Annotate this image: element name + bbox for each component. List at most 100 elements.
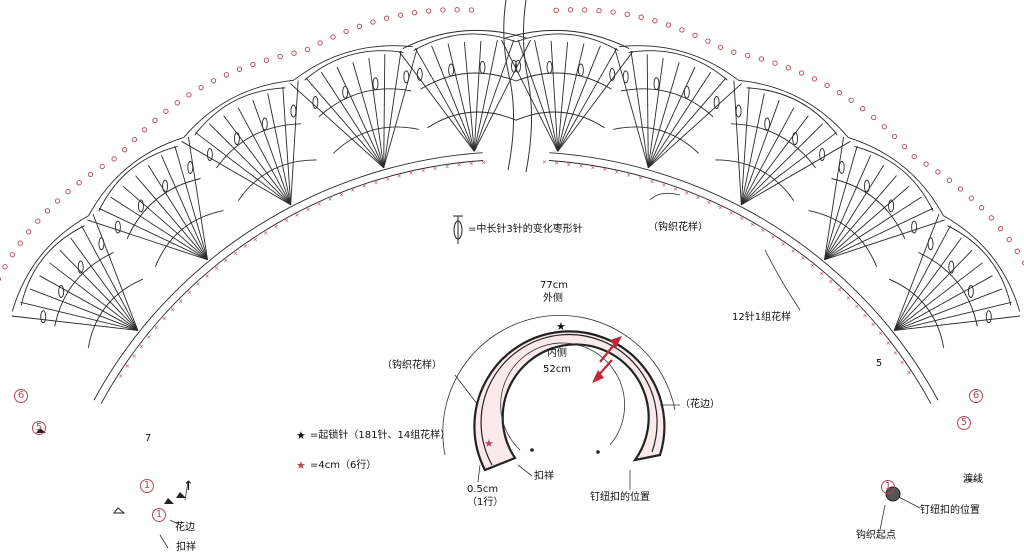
edging-cross-mark: × <box>760 228 765 235</box>
chain-loop <box>515 111 605 129</box>
fan-spoke <box>534 40 559 152</box>
scallop-arc <box>619 45 739 81</box>
edging-cross-mark: × <box>638 175 643 182</box>
chain-loop <box>715 159 795 202</box>
scallop-arc <box>88 136 184 216</box>
fan-spoke <box>740 107 795 205</box>
schematic-edging-label: （花边） <box>680 399 720 410</box>
fan-spoke <box>20 301 138 331</box>
edging-cross-mark: × <box>162 315 167 322</box>
inner-side-label: 内侧 <box>547 348 567 359</box>
row-number-left-1b: 1 <box>152 508 166 522</box>
edging-cross-mark: × <box>253 236 258 243</box>
fan-spoke <box>557 41 569 152</box>
picot-mark <box>111 156 117 162</box>
picot-mark <box>76 180 82 186</box>
fan-spoke <box>81 225 139 331</box>
thickness-leader <box>477 464 481 483</box>
split-line-right <box>522 0 533 173</box>
picot-mark <box>250 61 256 68</box>
chain-loop <box>332 126 419 154</box>
outer-length-label: 77cm <box>540 280 568 291</box>
picot-mark <box>26 229 32 235</box>
puff-stitch <box>416 67 423 81</box>
edging-cross-mark: × <box>819 270 824 277</box>
edging-cross-mark: × <box>154 325 159 332</box>
picot-mark <box>356 23 363 30</box>
edging-cross-mark: × <box>554 160 559 167</box>
edging-cross-mark: × <box>433 165 438 172</box>
puff-stitch <box>683 85 690 99</box>
edging-cross-mark: × <box>718 205 723 212</box>
edging-cross-mark: × <box>328 196 333 203</box>
puff-stitch <box>137 199 144 213</box>
edging-cross-mark: × <box>409 170 414 177</box>
fan-spoke <box>29 288 138 331</box>
picot-mark <box>911 153 917 160</box>
fan-spoke <box>647 71 712 169</box>
edging-cross-mark: × <box>350 187 355 194</box>
puff-stitch <box>290 104 297 118</box>
fan-spoke <box>893 275 993 331</box>
fan-spoke <box>501 39 559 152</box>
schematic-pattern-label: （钩织花样） <box>382 360 442 371</box>
fan-spoke <box>550 40 559 152</box>
edging-cross-mark: × <box>362 183 367 190</box>
puff-stitch <box>511 59 517 73</box>
edging-cross-mark: × <box>828 278 833 285</box>
fan-spoke <box>630 50 649 168</box>
picot-mark <box>370 19 376 25</box>
picot-mark <box>174 100 180 106</box>
edging-cross-mark: × <box>739 216 744 223</box>
fan-spoke <box>383 54 386 168</box>
fan-spoke <box>893 213 940 331</box>
fan-spoke <box>894 301 1012 331</box>
scallop-arc <box>943 215 1021 312</box>
puff-stitch <box>162 179 169 193</box>
fan-spoke <box>267 93 292 205</box>
inner-boundary-right <box>548 160 932 405</box>
edging-cross-mark: × <box>791 248 796 255</box>
picot-mark <box>871 114 877 121</box>
edging-cross-mark: × <box>339 192 344 199</box>
picot-mark <box>744 52 751 59</box>
outer-side-label: 外侧 <box>543 293 563 304</box>
picot-mark <box>121 147 128 153</box>
edging-cross-mark: × <box>542 159 547 166</box>
row-number-right-5b: 5 <box>957 416 971 430</box>
chain-loop <box>628 50 728 81</box>
edging-cross-mark: × <box>750 222 755 229</box>
row-number-left-6: 6 <box>14 389 28 403</box>
fan-spoke <box>740 86 750 205</box>
picot-mark <box>957 186 964 192</box>
edging-cross-mark: × <box>696 195 701 202</box>
picot-mark <box>198 84 204 91</box>
fan-spoke <box>122 185 208 261</box>
chain-loop <box>98 145 178 212</box>
fan-spoke <box>824 196 922 261</box>
picot-mark <box>330 34 336 40</box>
fan-spoke <box>70 237 139 331</box>
fan-spoke <box>647 77 727 169</box>
fan-spoke <box>733 80 742 205</box>
picot-mark <box>824 82 830 89</box>
edging-cross-mark: × <box>223 258 228 265</box>
chain-loop <box>216 123 302 169</box>
puff-stitch <box>515 59 521 73</box>
pointer-triangle-icon-3 <box>112 507 126 514</box>
legend-measure-4cm: =4cm（6行） <box>310 460 377 471</box>
chart-repeat-label: 12针1组花样 <box>732 312 792 323</box>
edging-cross-mark: × <box>187 289 192 296</box>
picot-mark <box>317 40 323 46</box>
fan-spoke <box>383 47 418 168</box>
fan-spoke <box>894 315 1021 331</box>
picot-mark <box>596 7 602 14</box>
edging-cross-mark: × <box>684 190 689 197</box>
puff-stitch <box>764 117 771 131</box>
edging-cross-mark: × <box>837 287 842 294</box>
collar-schematic <box>442 314 680 490</box>
picot-mark <box>440 7 446 13</box>
button-dot-right <box>596 450 600 454</box>
picot-mark <box>798 70 805 76</box>
